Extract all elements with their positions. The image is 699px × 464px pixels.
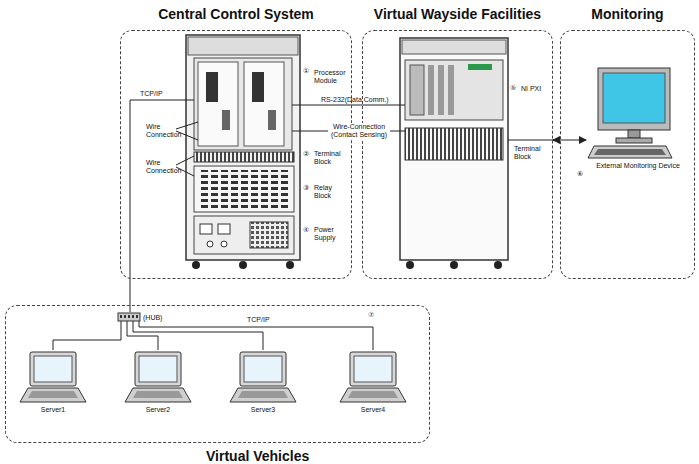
laptop-icon	[338, 350, 408, 406]
connector	[139, 321, 373, 350]
laptop-node: Server4	[338, 350, 408, 422]
connector	[133, 321, 263, 350]
wires	[130, 100, 554, 279]
edge-label: TCP/IP	[246, 316, 271, 324]
callout-number: ②	[303, 150, 309, 158]
region-title: Virtual Vehicles	[206, 448, 309, 464]
part-label: Relay Block	[314, 184, 350, 200]
device-label: Server3	[228, 406, 298, 414]
part-label: Wire Connection	[146, 123, 180, 139]
laptop-node: Server3	[228, 350, 298, 422]
part-label: Processor Module	[314, 69, 350, 85]
laptop-icon	[123, 350, 193, 406]
hub-icon	[117, 312, 141, 323]
part-label: Terminal Block	[514, 145, 550, 161]
callout-number: ⑤	[510, 84, 516, 92]
region-box: MonitoringExternal Monitoring Device	[560, 30, 695, 279]
hub-label: (HUB)	[143, 314, 162, 322]
connector	[130, 279, 131, 312]
laptop-icon	[228, 350, 298, 406]
part-label: NI PXI	[521, 85, 541, 93]
callout-number: ⑥	[577, 170, 583, 178]
part-label: Wire-Connection (Contact Sensing)	[328, 123, 390, 139]
device-label: External Monitoring Device	[586, 162, 690, 170]
device-label: Server2	[123, 406, 193, 414]
hub-node: (HUB)	[117, 312, 169, 323]
region-title: Monitoring	[541, 6, 699, 22]
connector	[127, 321, 158, 350]
region-title: Central Control System	[101, 6, 371, 22]
wayside-rack	[400, 38, 508, 269]
connector	[53, 321, 121, 350]
callout-number: ④	[303, 226, 309, 234]
callout-number: ③	[303, 184, 309, 192]
connector	[553, 140, 586, 141]
region-title: Virtual Wayside Facilities	[343, 6, 572, 22]
laptop-node: Server1	[18, 350, 88, 422]
part-label: Power Supply	[314, 226, 350, 242]
callout-number: ①	[303, 67, 309, 75]
monitor-icon	[586, 62, 690, 162]
device-label: Server1	[18, 406, 88, 414]
device-label: Server4	[338, 406, 408, 414]
callout-number: ⑦	[368, 311, 374, 319]
laptop-icon	[18, 350, 88, 406]
part-label: RS-232(Data Comm.)	[321, 96, 389, 104]
control-rack	[186, 35, 300, 269]
edge-label: TCP/IP	[139, 90, 164, 98]
part-label: Terminal Block	[314, 150, 350, 166]
monitor-node: External Monitoring Device	[586, 62, 690, 178]
laptop-node: Server2	[123, 350, 193, 422]
region-box: Virtual Vehicles(HUB)Server1Server2Serve…	[5, 305, 430, 443]
part-label: Wire Connection	[146, 159, 180, 175]
